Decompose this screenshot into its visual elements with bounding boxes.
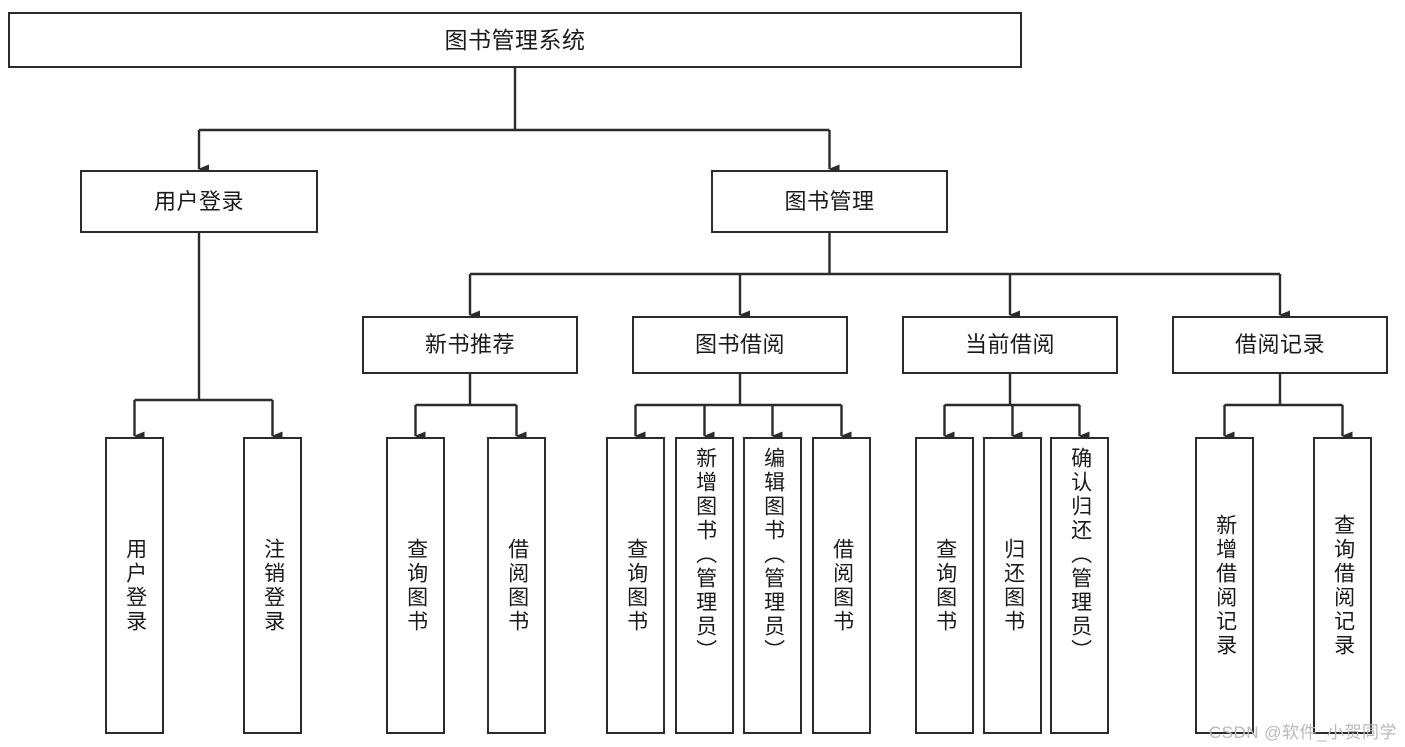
node-leaf-query-record[interactable]: 查询借阅记录	[1313, 437, 1372, 734]
node-leaf-query-book-2-label: 查询图书	[624, 537, 648, 634]
node-leaf-query-record-label: 查询借阅记录	[1331, 513, 1355, 658]
node-root-system-label: 图书管理系统	[444, 26, 586, 53]
node-user-login-label: 用户登录	[153, 188, 244, 214]
node-book-manage-label: 图书管理	[784, 188, 875, 214]
node-leaf-query-book-1-label: 查询图书	[404, 537, 428, 634]
node-leaf-edit-book-label: 编辑图书（管理员）	[761, 447, 785, 663]
node-leaf-borrow-book-1[interactable]: 借阅图书	[487, 437, 546, 734]
node-current-borrow-label: 当前借阅	[964, 332, 1055, 358]
node-book-borrow[interactable]: 图书借阅	[632, 316, 848, 374]
node-leaf-query-book-1[interactable]: 查询图书	[386, 437, 445, 734]
node-new-book-recommend[interactable]: 新书推荐	[362, 316, 578, 374]
node-leaf-return-book[interactable]: 归还图书	[983, 437, 1042, 734]
node-leaf-borrow-book-2[interactable]: 借阅图书	[812, 437, 871, 734]
node-leaf-logout[interactable]: 注销登录	[243, 437, 302, 734]
node-root-system[interactable]: 图书管理系统	[8, 12, 1022, 68]
node-leaf-borrow-book-1-label: 借阅图书	[505, 537, 529, 634]
node-new-book-recommend-label: 新书推荐	[424, 332, 515, 358]
node-leaf-query-book-2[interactable]: 查询图书	[606, 437, 665, 734]
node-borrow-record[interactable]: 借阅记录	[1172, 316, 1388, 374]
node-leaf-confirm-return-label: 确认归还（管理员）	[1068, 447, 1092, 663]
node-leaf-add-record[interactable]: 新增借阅记录	[1195, 437, 1254, 734]
node-leaf-logout-label: 注销登录	[261, 537, 285, 634]
node-leaf-add-record-label: 新增借阅记录	[1213, 513, 1237, 658]
csdn-watermark: CSDN @软件_小贺同学	[1208, 723, 1397, 742]
node-leaf-query-book-3-label: 查询图书	[933, 537, 957, 634]
node-user-login[interactable]: 用户登录	[80, 170, 318, 233]
node-current-borrow[interactable]: 当前借阅	[902, 316, 1118, 374]
node-leaf-user-login-label: 用户登录	[123, 537, 147, 634]
node-leaf-user-login[interactable]: 用户登录	[105, 437, 164, 734]
node-leaf-query-book-3[interactable]: 查询图书	[915, 437, 974, 734]
node-leaf-borrow-book-2-label: 借阅图书	[830, 537, 854, 634]
node-leaf-edit-book[interactable]: 编辑图书（管理员）	[743, 437, 802, 734]
node-borrow-record-label: 借阅记录	[1234, 332, 1325, 358]
node-book-manage[interactable]: 图书管理	[711, 170, 948, 233]
node-book-borrow-label: 图书借阅	[694, 332, 785, 358]
node-leaf-confirm-return[interactable]: 确认归还（管理员）	[1050, 437, 1109, 734]
node-leaf-add-book[interactable]: 新增图书（管理员）	[675, 437, 734, 734]
node-leaf-add-book-label: 新增图书（管理员）	[693, 447, 717, 663]
node-leaf-return-book-label: 归还图书	[1001, 537, 1025, 634]
